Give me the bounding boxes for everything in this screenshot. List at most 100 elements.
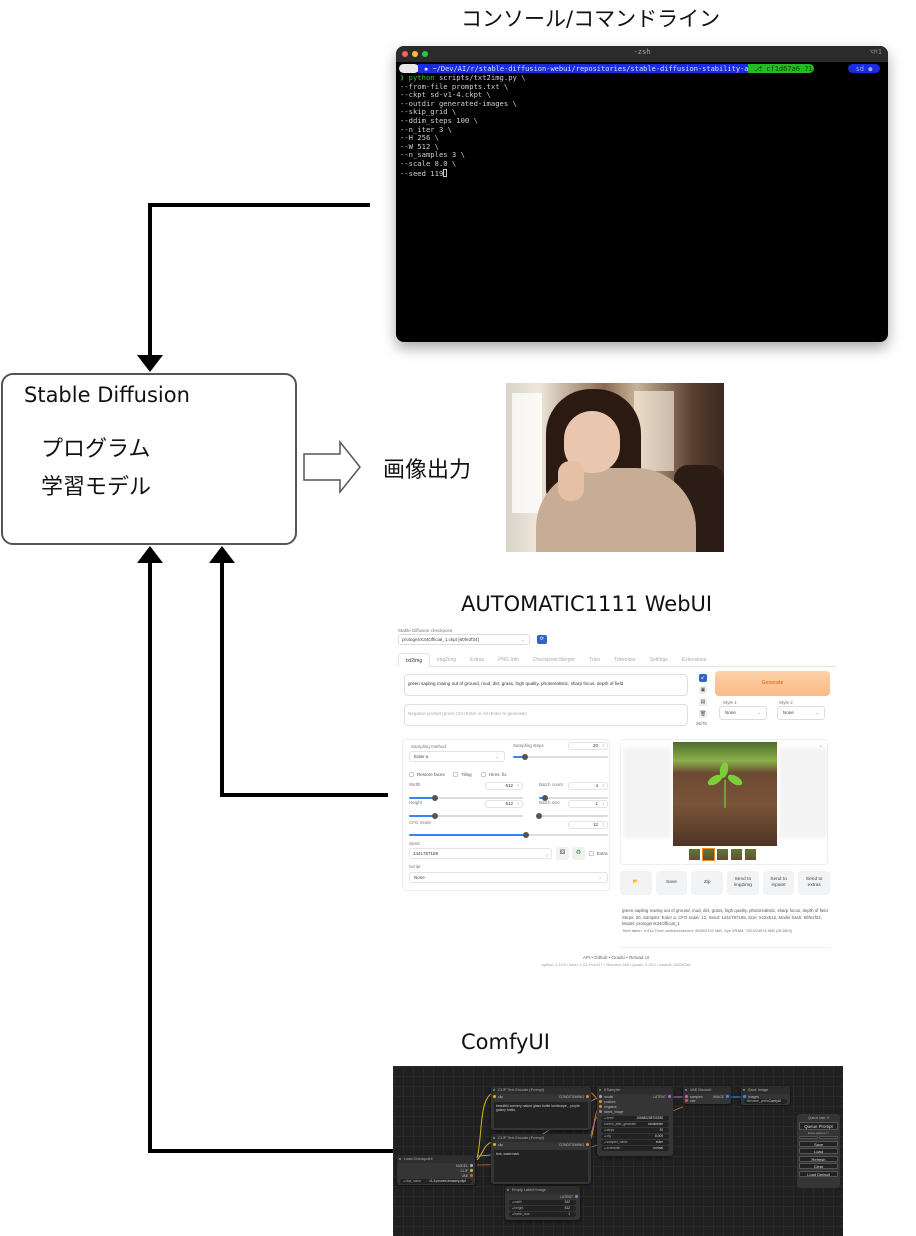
width-input[interactable]: 512⇕ [485, 782, 523, 790]
tab-settings[interactable]: Settings [649, 657, 668, 663]
refresh-button[interactable]: Refresh [799, 1155, 838, 1162]
hires-fix-checkbox[interactable]: Hires. fix [481, 772, 507, 777]
view-history-button[interactable] [819, 1136, 838, 1139]
output-port[interactable]: CONDITIONING [559, 1143, 591, 1147]
clip-text-encode-negative-node[interactable]: CLIP Text Encode (Prompt) clip CONDITION… [491, 1134, 591, 1184]
slider-knob[interactable] [541, 795, 548, 801]
send-to-extras-button[interactable]: Send to extras [798, 871, 831, 895]
send-to-img2img-button[interactable]: Send to img2img [727, 871, 759, 895]
thumbnail[interactable] [717, 849, 728, 860]
slider-knob[interactable] [432, 795, 439, 801]
tiling-checkbox[interactable]: Tiling [453, 772, 472, 777]
zip-button[interactable]: Zip [691, 871, 724, 895]
ksampler-node[interactable]: KSampler model positive negative latent_… [597, 1086, 673, 1156]
slider-knob[interactable] [523, 832, 530, 838]
clear-button[interactable]: Clear [799, 1163, 838, 1169]
slider-knob[interactable] [522, 754, 529, 760]
tab-extras[interactable]: Extras [470, 657, 485, 663]
thumbnail[interactable] [745, 849, 756, 860]
output-port[interactable]: VAE [461, 1174, 475, 1178]
trash-icon[interactable]: 🗑 [699, 710, 707, 718]
refresh-checkpoint-button[interactable]: ⟳ [537, 635, 547, 644]
output-port[interactable]: MODEL [456, 1164, 475, 1168]
extra-options-checkbox[interactable]: Extra options ☐ [807, 1131, 830, 1135]
tab-txt2img[interactable]: txt2img [398, 653, 431, 667]
random-seed-dice-icon[interactable]: ⚄ [556, 847, 569, 860]
thumbnail[interactable] [689, 849, 700, 860]
queue-prompt-button[interactable]: Queue Prompt [799, 1121, 838, 1130]
save-style-icon[interactable]: ▣ [699, 686, 707, 694]
tab-extensions[interactable]: Extensions [681, 657, 707, 663]
output-port[interactable]: LATENT [653, 1095, 673, 1099]
style2-select[interactable]: None⌄ [777, 706, 825, 720]
batch-count-slider[interactable] [539, 795, 608, 801]
close-dot-icon[interactable] [402, 51, 408, 57]
batch-size-slider[interactable] [536, 813, 608, 819]
tab-checkpoint-merger[interactable]: Checkpoint Merger [532, 657, 576, 663]
cfg-scale-slider[interactable] [409, 832, 608, 838]
view-queue-button[interactable] [799, 1136, 818, 1139]
slider-knob[interactable] [432, 813, 439, 819]
batch-size-input[interactable]: 1⇕ [568, 800, 608, 808]
cfg-scale-input[interactable]: 12⇕ [568, 821, 608, 829]
close-icon[interactable]: × [819, 744, 822, 750]
input-port[interactable]: model [597, 1095, 613, 1099]
footer-links[interactable]: API • Github • Gradio • Reload UI [582, 955, 650, 960]
maximize-dot-icon[interactable] [422, 51, 428, 57]
sampling-steps-slider[interactable] [513, 754, 608, 760]
sampling-steps-input[interactable]: 20⇕ [568, 742, 608, 750]
batch-count-input[interactable]: 4⇕ [568, 782, 608, 790]
paste-icon[interactable]: ↙ [699, 674, 707, 682]
restore-faces-checkbox[interactable]: Restore faces [409, 772, 445, 777]
extra-seed-checkbox[interactable]: Extra [589, 851, 608, 856]
slider-knob[interactable] [536, 813, 542, 819]
sampling-method-select[interactable]: Euler a⌄ [409, 751, 505, 762]
output-port[interactable]: CLIP [460, 1169, 475, 1173]
seed-input[interactable]: 1441787169⇕ [409, 848, 552, 859]
clip-text-encode-positive-node[interactable]: CLIP Text Encode (Prompt) clip CONDITION… [491, 1086, 591, 1130]
prompt-input[interactable]: green sapling rowing out of ground, mud,… [404, 674, 688, 696]
thumbnail-selected[interactable] [702, 848, 715, 861]
input-port[interactable]: latent_image [597, 1110, 623, 1114]
minimize-dot-icon[interactable] [412, 51, 418, 57]
thumbnail[interactable] [731, 849, 742, 860]
checkpoint-select[interactable]: protogenX34Official_1.ckpt [60fe2f34]⌄ [398, 634, 530, 645]
input-port[interactable]: clip [491, 1095, 503, 1099]
load-workflow-button[interactable]: Load [799, 1148, 838, 1154]
height-slider[interactable] [409, 813, 523, 819]
tab-train[interactable]: Train [589, 657, 601, 663]
apply-style-icon[interactable]: ▤ [699, 698, 707, 706]
input-port[interactable]: vae [683, 1099, 695, 1103]
style1-select[interactable]: None⌄ [719, 706, 767, 720]
script-select[interactable]: None⌄ [409, 872, 608, 883]
tab-png-info[interactable]: PNG Info [498, 657, 519, 663]
save-button[interactable]: Save [655, 871, 688, 895]
tab-tokenizer[interactable]: Tokenizer [614, 657, 636, 663]
open-folder-button[interactable]: 📂 [620, 871, 652, 895]
input-port[interactable]: negative [597, 1105, 617, 1109]
output-port[interactable]: IMAGE [713, 1095, 731, 1099]
height-input[interactable]: 512⇕ [485, 800, 523, 808]
input-port[interactable]: clip [491, 1143, 503, 1147]
negative-prompt-input[interactable]: Negative prompt (press Ctrl+Enter or Alt… [404, 704, 688, 726]
sapling-image[interactable] [673, 742, 777, 846]
input-port[interactable]: samples [683, 1095, 703, 1099]
load-checkpoint-node[interactable]: Load Checkpoint MODEL CLIP VAE ◂ ckpt_na… [397, 1155, 475, 1185]
send-to-inpaint-button[interactable]: Send to inpaint [762, 871, 795, 895]
generate-button[interactable]: Generate [715, 671, 830, 696]
terminal-output[interactable]: ❯ python scripts/txt2img.py \ --from-fil… [400, 73, 526, 178]
save-workflow-button[interactable]: Save [799, 1140, 838, 1147]
tab-img2img[interactable]: img2img [437, 657, 457, 663]
